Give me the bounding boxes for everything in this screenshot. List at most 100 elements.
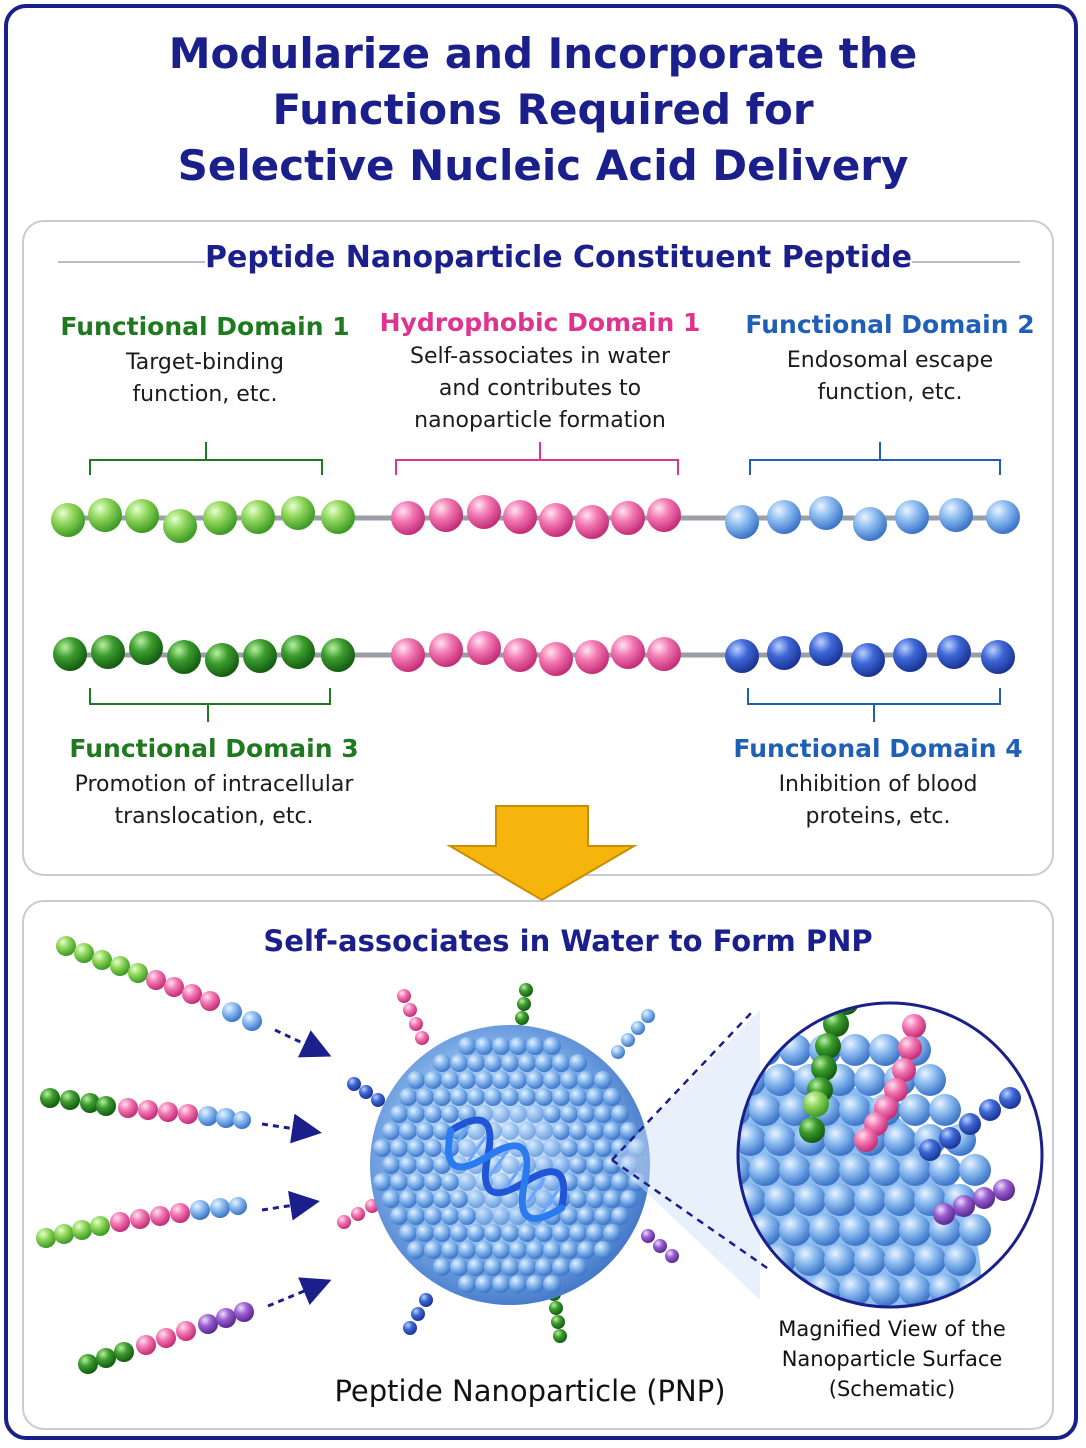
surface-bead bbox=[526, 1037, 544, 1055]
peptide-chain-1 bbox=[51, 495, 1020, 543]
surface-bead bbox=[407, 1207, 425, 1225]
constituent-peptide-panel bbox=[22, 220, 1054, 876]
peptide-nanoparticle bbox=[337, 983, 679, 1343]
hydrophobic-domain-desc-1: Self-associates in water bbox=[410, 344, 670, 369]
surface-bead bbox=[399, 1122, 417, 1140]
surface-bead bbox=[577, 1139, 595, 1157]
domain-3-title: Functional Domain 3 bbox=[69, 734, 359, 763]
magnified-bead bbox=[794, 1244, 826, 1276]
surface-bead bbox=[492, 1241, 510, 1259]
surface-bead bbox=[424, 1241, 442, 1259]
surface-bead bbox=[501, 1258, 519, 1276]
title-line-1: Modularize and Incorporate the bbox=[168, 29, 918, 78]
surface-bead bbox=[433, 1156, 451, 1174]
surface-bead bbox=[552, 1088, 570, 1106]
surface-bead bbox=[586, 1224, 604, 1242]
surface-bead bbox=[543, 1105, 561, 1123]
surface-bead bbox=[458, 1241, 476, 1259]
surface-bead bbox=[594, 1105, 612, 1123]
magnified-caption-line-1: Magnified View of the bbox=[778, 1317, 1006, 1341]
surface-bead bbox=[535, 1088, 553, 1106]
surface-bead bbox=[535, 1054, 553, 1072]
surface-bead bbox=[543, 1071, 561, 1089]
domain-2-desc-1: Endosomal escape bbox=[786, 348, 994, 373]
magnified-bead bbox=[959, 1154, 991, 1186]
surface-bead bbox=[450, 1224, 468, 1242]
surface-bead bbox=[492, 1105, 510, 1123]
surface-bead bbox=[458, 1071, 476, 1089]
magnified-bead bbox=[764, 1064, 796, 1096]
surface-bead bbox=[501, 1088, 519, 1106]
surface-bead bbox=[433, 1258, 451, 1276]
surface-bead bbox=[450, 1258, 468, 1276]
domain-1-bracket bbox=[89, 442, 323, 475]
transition-arrow bbox=[446, 805, 638, 902]
surface-bead bbox=[552, 1258, 570, 1276]
magnified-bead bbox=[899, 1274, 931, 1306]
incoming-peptide-4 bbox=[78, 1302, 254, 1374]
title-line-3: Selective Nucleic Acid Delivery bbox=[177, 141, 909, 190]
magnified-bead bbox=[764, 1184, 796, 1216]
magnified-bead bbox=[854, 1244, 886, 1276]
magnified-bead bbox=[929, 1154, 961, 1186]
surface-bead bbox=[399, 1190, 417, 1208]
surface-bead bbox=[492, 1275, 510, 1293]
surface-bead bbox=[603, 1088, 621, 1106]
surface-bead bbox=[450, 1054, 468, 1072]
surface-bead bbox=[586, 1156, 604, 1174]
surface-bead bbox=[475, 1037, 493, 1055]
surface-bead bbox=[577, 1105, 595, 1123]
incoming-arrow-3 bbox=[261, 1190, 320, 1221]
surface-bead bbox=[416, 1190, 434, 1208]
surface-bead bbox=[467, 1190, 485, 1208]
surface-bead bbox=[441, 1105, 459, 1123]
surface-bead bbox=[441, 1241, 459, 1259]
surface-bead bbox=[433, 1088, 451, 1106]
title-line-2: Functions Required for bbox=[272, 85, 814, 134]
surface-bead bbox=[543, 1139, 561, 1157]
surface-bead bbox=[467, 1088, 485, 1106]
surface-bead bbox=[458, 1275, 476, 1293]
magnified-bead bbox=[779, 1274, 811, 1306]
magnified-pink-peptide bbox=[854, 1014, 926, 1152]
surface-bead bbox=[526, 1241, 544, 1259]
surface-bead bbox=[518, 1258, 536, 1276]
magnified-bead bbox=[794, 1184, 826, 1216]
surface-bead bbox=[424, 1173, 442, 1191]
surface-bead bbox=[501, 1156, 519, 1174]
surface-bead bbox=[594, 1241, 612, 1259]
surface-bead bbox=[577, 1241, 595, 1259]
surface-bead bbox=[467, 1122, 485, 1140]
magnified-bead bbox=[899, 1154, 931, 1186]
magnified-bead bbox=[854, 1184, 886, 1216]
domain-2-label: Functional Domain 2 Endosomal escape fun… bbox=[730, 310, 1050, 409]
magnified-bead bbox=[749, 1094, 781, 1126]
dna-helix-icon bbox=[445, 1116, 568, 1222]
domain-3-desc-1: Promotion of intracellular bbox=[74, 772, 354, 797]
domain-4-title: Functional Domain 4 bbox=[733, 734, 1023, 763]
magnified-blue-peptide bbox=[919, 1087, 1021, 1161]
surface-bead bbox=[560, 1207, 578, 1225]
magnified-bead bbox=[869, 1034, 901, 1066]
incoming-peptide-2 bbox=[40, 1088, 251, 1129]
surface-bead bbox=[518, 1224, 536, 1242]
surface-bead bbox=[441, 1173, 459, 1191]
surface-bead bbox=[501, 1054, 519, 1072]
surface-bead bbox=[467, 1258, 485, 1276]
surface-bead bbox=[492, 1207, 510, 1225]
surface-bead bbox=[484, 1054, 502, 1072]
surface-bead bbox=[399, 1224, 417, 1242]
surface-bead bbox=[560, 1071, 578, 1089]
magnified-bead bbox=[914, 1244, 946, 1276]
surface-bead bbox=[399, 1156, 417, 1174]
surface-bead bbox=[560, 1105, 578, 1123]
magnify-guide-bottom bbox=[611, 1158, 771, 1272]
surface-bead bbox=[501, 1224, 519, 1242]
surface-bead bbox=[526, 1275, 544, 1293]
magnified-bead bbox=[738, 1154, 751, 1186]
surface-bead bbox=[399, 1088, 417, 1106]
surface-bead bbox=[441, 1071, 459, 1089]
magnified-bead bbox=[779, 1034, 811, 1066]
surface-bead bbox=[407, 1071, 425, 1089]
surface-bead bbox=[577, 1071, 595, 1089]
